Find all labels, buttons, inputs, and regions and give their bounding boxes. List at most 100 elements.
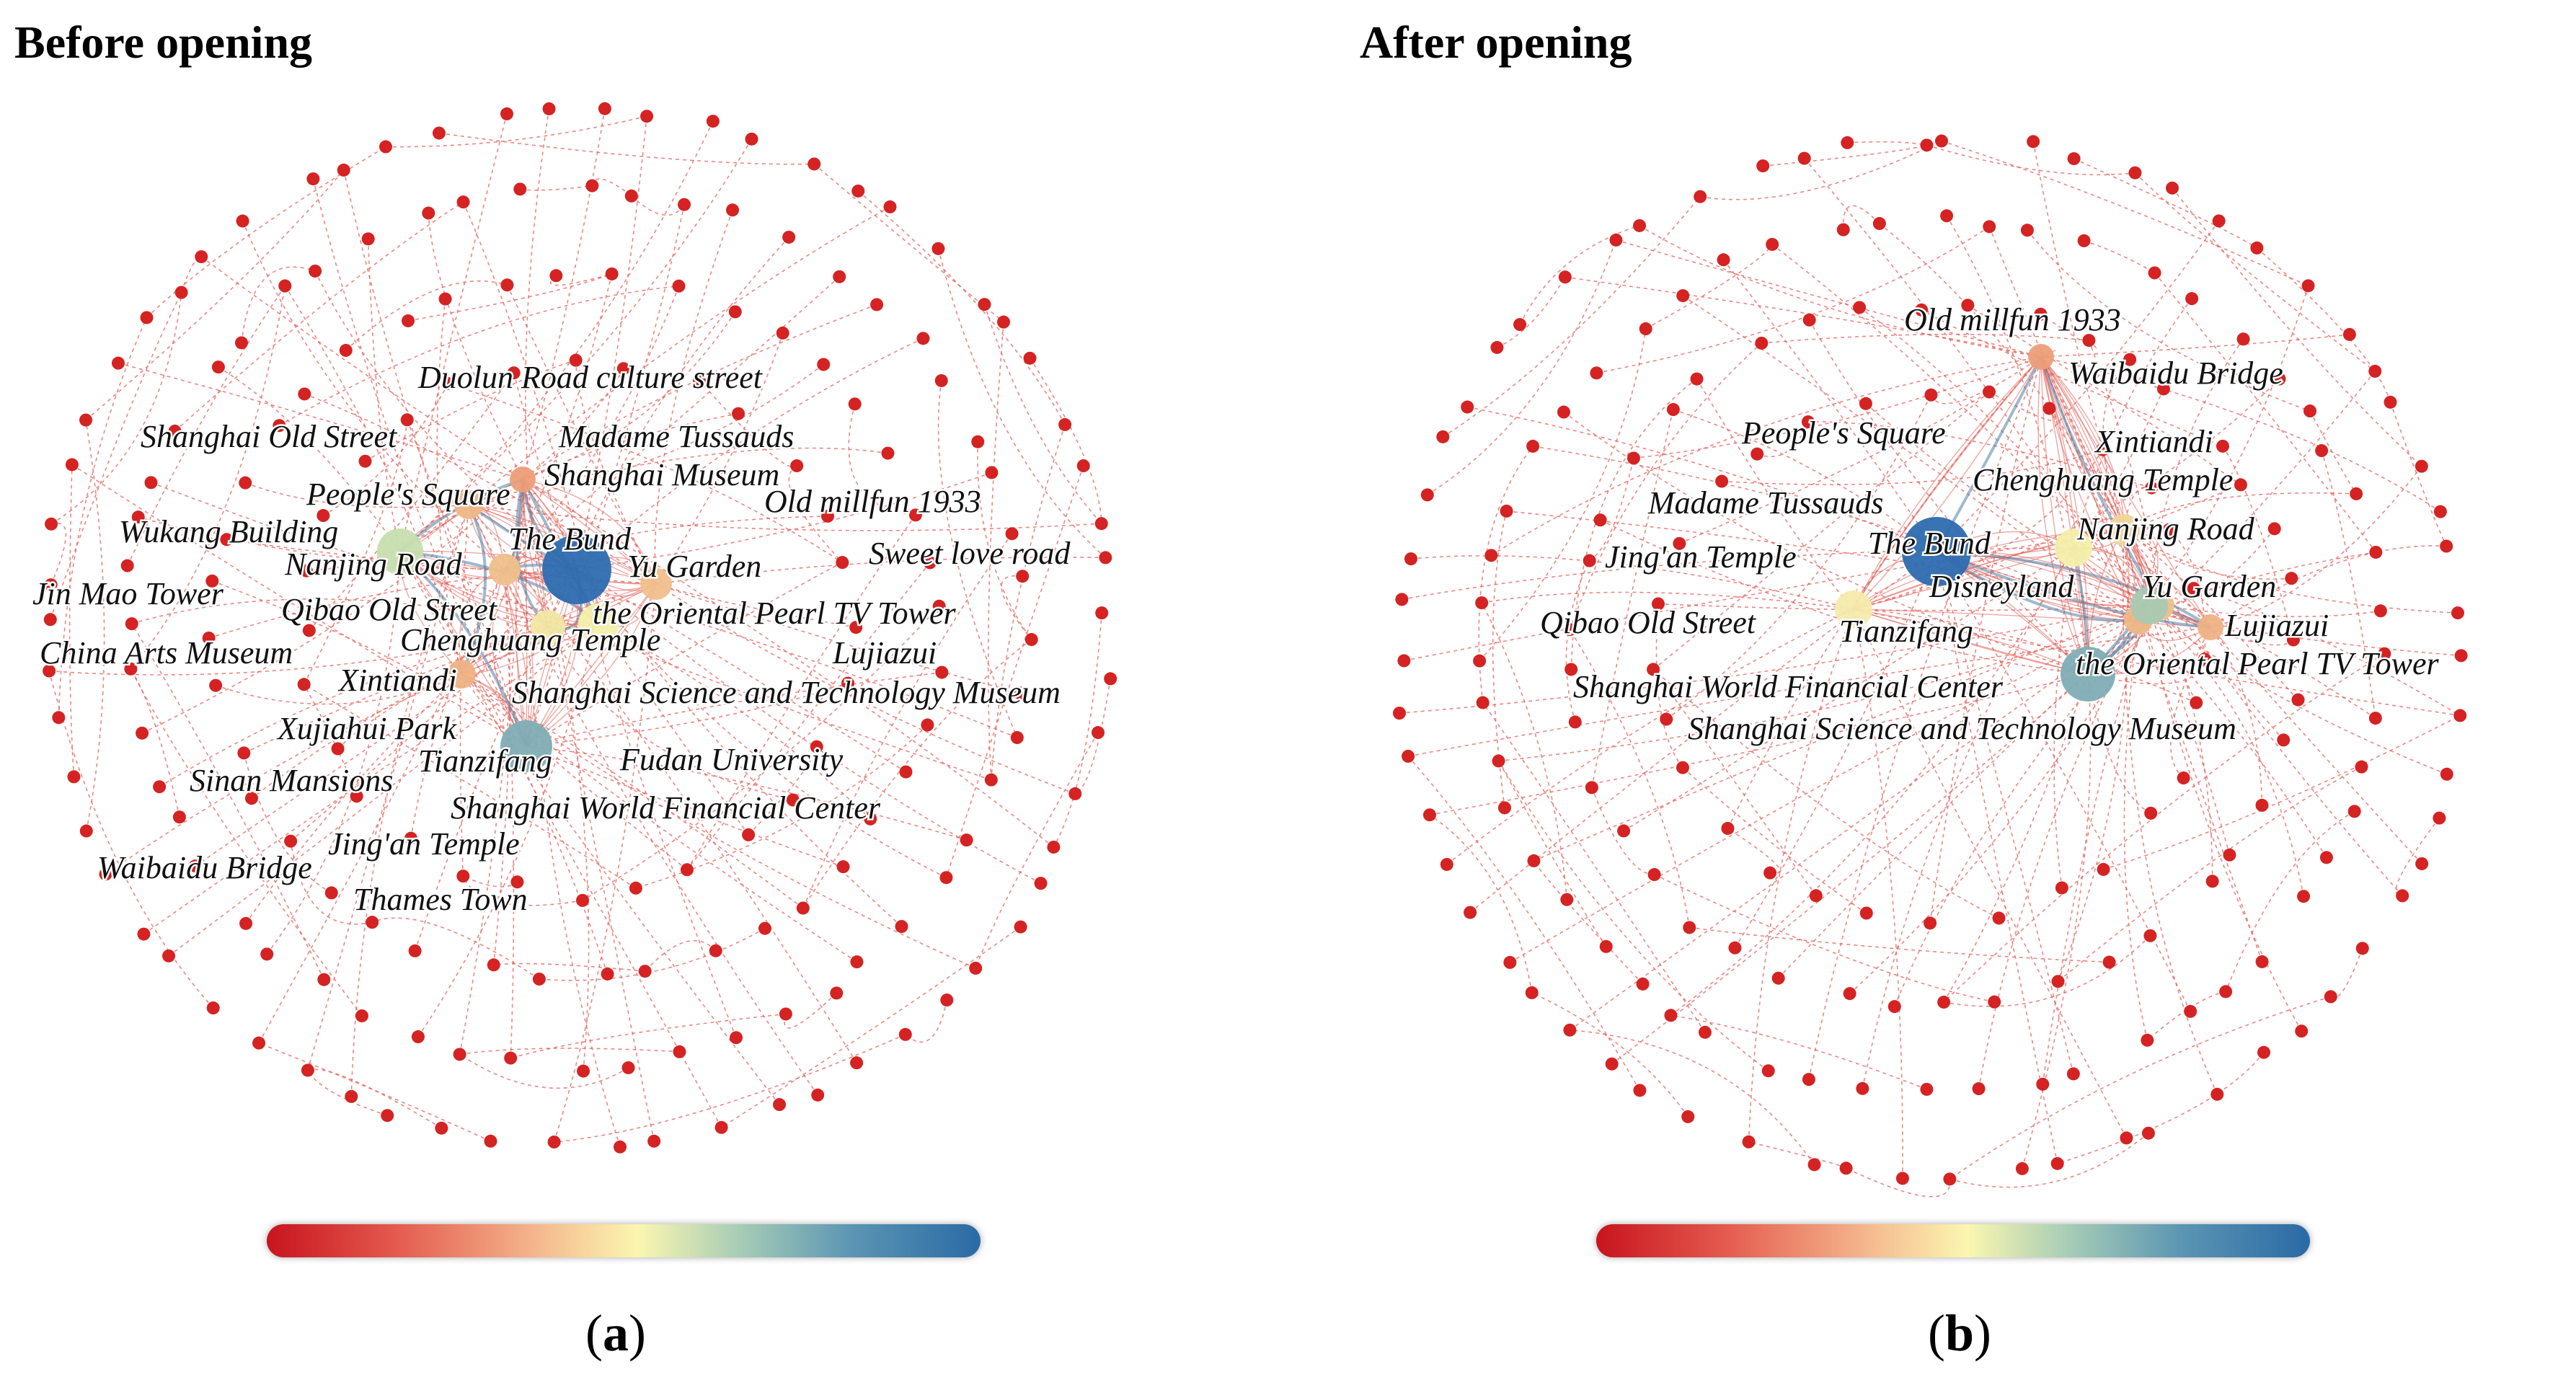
panel-sublabel: (a) — [585, 1304, 646, 1362]
peripheral-node — [864, 812, 877, 826]
peripheral-node — [1872, 217, 1886, 231]
node-label-nanjing-road: Nanjing Road — [284, 547, 463, 582]
peripheral-node — [1961, 298, 1975, 312]
network-edge — [576, 569, 1041, 884]
peripheral-node — [144, 476, 158, 490]
network-edge — [407, 273, 612, 322]
peripheral-node — [1895, 1172, 1909, 1185]
peripheral-node — [140, 311, 154, 324]
network-edge — [504, 276, 840, 570]
network-edge — [2042, 605, 2150, 1084]
peripheral-node — [1859, 906, 1873, 920]
network-edge — [2057, 1052, 2265, 1164]
peripheral-node — [1034, 877, 1048, 890]
peripheral-node — [1698, 1025, 1712, 1039]
network-edge — [520, 185, 593, 191]
network-edge — [468, 447, 888, 505]
network-edge — [1570, 1029, 1815, 1165]
network-edge — [1943, 673, 2089, 1003]
peripheral-node — [422, 206, 435, 220]
network-edge — [937, 380, 1018, 738]
peripheral-node — [302, 624, 316, 637]
network-edge — [1429, 814, 1533, 994]
peripheral-node — [2177, 771, 2190, 785]
peripheral-node — [714, 1120, 728, 1134]
peripheral-node — [693, 373, 707, 387]
peripheral-node — [883, 200, 897, 213]
network-edge — [337, 627, 549, 750]
network-edge — [1497, 761, 1607, 947]
network-edge — [1652, 391, 1990, 671]
network-edge — [522, 479, 903, 927]
peripheral-node — [2234, 478, 2247, 492]
network-edge — [85, 420, 105, 831]
peripheral-node — [2050, 1156, 2064, 1170]
network-edge — [243, 753, 332, 894]
peripheral-node — [299, 564, 313, 578]
network-edge — [2134, 172, 2376, 372]
peripheral-node — [309, 264, 322, 278]
hub-node-people-s-square — [454, 490, 483, 519]
panel-title: Before opening — [14, 17, 313, 68]
node-label-shanghai-world-financial-center: Shanghai World Financial Center — [1573, 669, 2004, 704]
peripheral-node — [484, 1134, 497, 1148]
peripheral-node — [2368, 712, 2382, 725]
network-edge — [2073, 298, 2192, 549]
network-edge — [1478, 446, 1533, 703]
network-edge — [2138, 619, 2327, 858]
peripheral-node — [153, 780, 167, 794]
peripheral-node — [2272, 372, 2286, 386]
peripheral-node — [2102, 955, 2116, 969]
network-edge — [303, 420, 408, 685]
node-label-fudan-university: Fudan University — [619, 742, 844, 777]
network-edge — [654, 210, 733, 585]
peripheral-node — [1924, 916, 1937, 930]
peripheral-node — [932, 599, 946, 613]
network-edge — [266, 551, 401, 955]
core-edge — [2040, 356, 2161, 606]
peripheral-node — [745, 132, 758, 146]
network-edge — [1407, 627, 2211, 757]
peripheral-node — [2096, 443, 2110, 456]
network-edge — [312, 178, 527, 747]
peripheral-node — [345, 1089, 358, 1103]
network-edge — [1596, 226, 1990, 374]
network-edge — [2148, 338, 2244, 606]
core-edge — [522, 479, 657, 585]
peripheral-node — [601, 967, 614, 981]
peripheral-node — [2396, 889, 2409, 903]
network-edge — [345, 280, 508, 351]
network-edge — [1001, 575, 1032, 640]
peripheral-node — [2141, 1033, 2154, 1047]
peripheral-node — [234, 336, 248, 350]
peripheral-node — [1633, 218, 1647, 232]
peripheral-node — [1076, 459, 1090, 473]
peripheral-node — [624, 189, 638, 203]
core-edge — [526, 583, 657, 747]
network-edge — [399, 120, 714, 552]
network-edge — [802, 639, 1032, 908]
node-label-old-millfun-1933: Old millfun 1933 — [764, 484, 981, 519]
peripheral-node — [136, 726, 149, 740]
peripheral-node — [1095, 606, 1109, 620]
peripheral-node — [2141, 1126, 2155, 1140]
node-label-the-oriental-pearl-tv-tower: the Oriental Pearl TV Tower — [593, 596, 956, 631]
node-label-china-arts-museum: China Arts Museum — [40, 635, 293, 671]
peripheral-node — [895, 920, 908, 934]
peripheral-node — [43, 664, 56, 678]
network-edge — [385, 115, 647, 148]
core-edge — [2040, 356, 2125, 531]
peripheral-node — [542, 102, 556, 115]
peripheral-node — [1660, 712, 1673, 726]
peripheral-node — [2015, 1161, 2029, 1175]
network-edge — [510, 1013, 786, 1059]
network-edge — [290, 569, 577, 842]
node-label-shanghai-science-and-technology-museum: Shanghai Science and Technology Museum — [512, 675, 1061, 710]
peripheral-node — [978, 298, 991, 311]
peripheral-node — [366, 916, 379, 929]
peripheral-node — [1728, 941, 1742, 955]
peripheral-node — [2355, 760, 2368, 774]
peripheral-node — [732, 407, 745, 420]
peripheral-node — [2319, 851, 2333, 864]
peripheral-node — [2148, 266, 2161, 280]
